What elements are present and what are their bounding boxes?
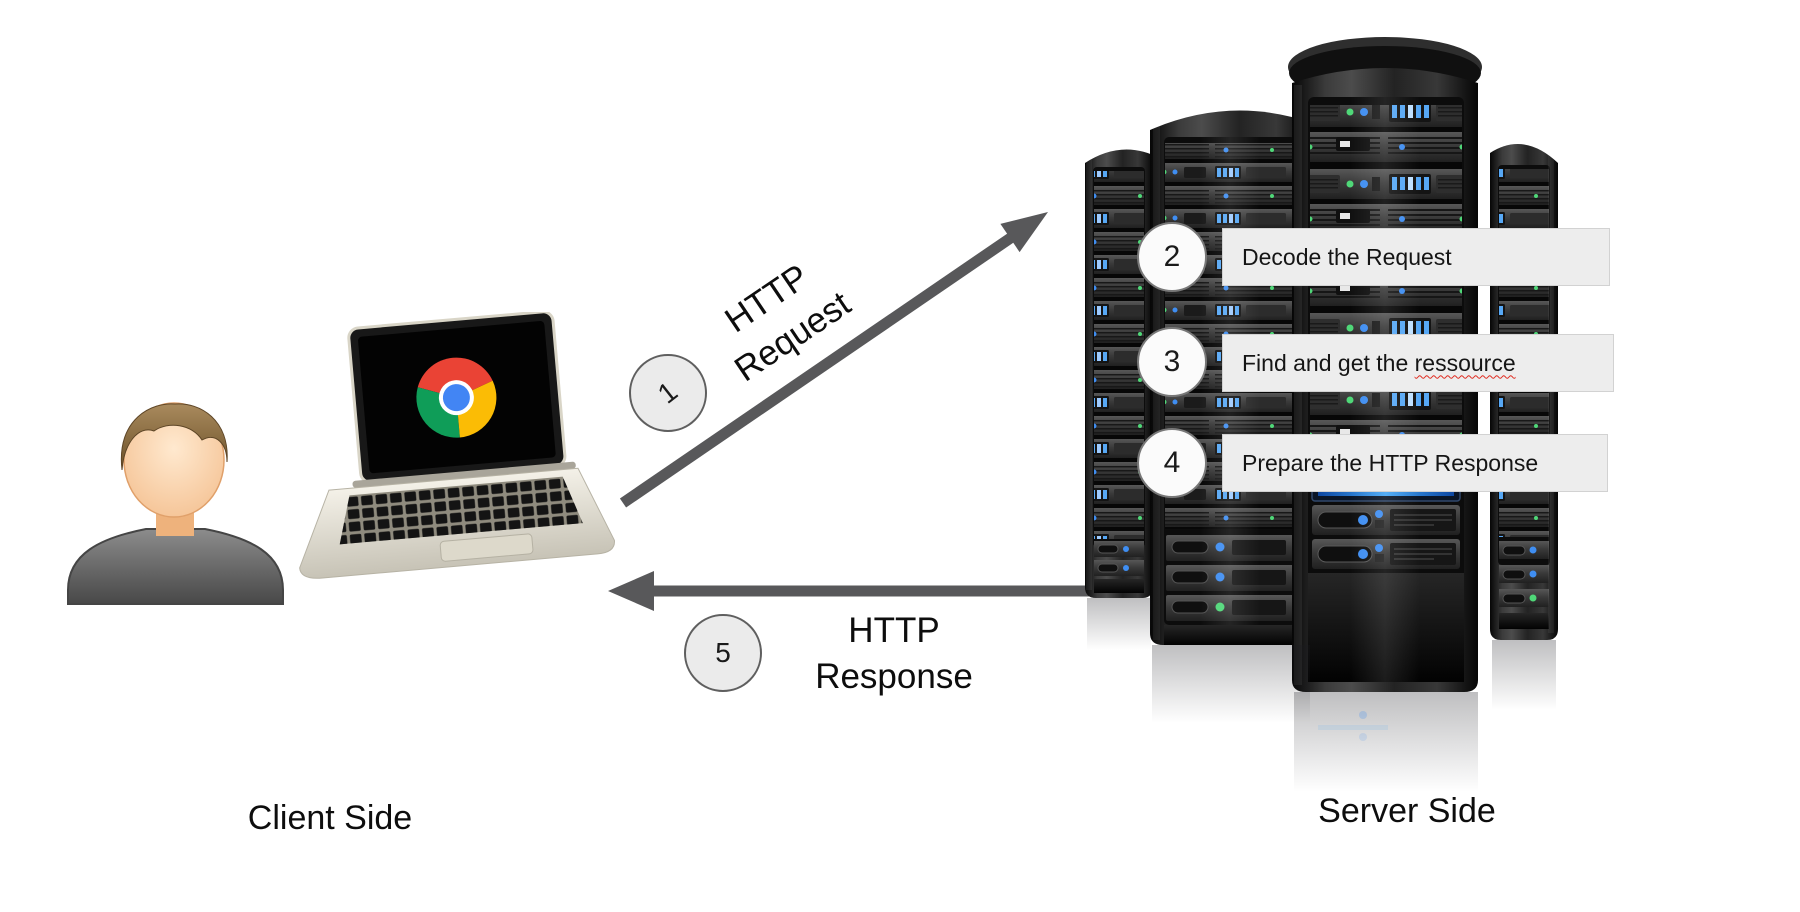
laptop-icon	[299, 312, 615, 579]
request-step-badge: 1	[629, 354, 707, 432]
client-user-icon	[67, 402, 284, 605]
server-step-box-prepare-response: Prepare the HTTP Response	[1222, 434, 1608, 492]
laptop-hinge	[352, 461, 576, 488]
http-response-arrow	[608, 571, 1092, 611]
server-reflection	[1087, 598, 1556, 792]
server-step-badge-2: 2	[1137, 222, 1207, 292]
client-side-label: Client Side	[247, 799, 413, 837]
chrome-logo-icon	[416, 357, 497, 438]
server-tower-far-left	[1085, 149, 1153, 599]
http-request-arrow	[619, 212, 1048, 508]
laptop-trackpad	[439, 533, 534, 562]
user-torso	[67, 528, 284, 605]
server-side-label: Server Side	[1318, 792, 1496, 830]
server-racks-illustration	[1085, 37, 1558, 792]
misspelled-word: ressource	[1414, 349, 1516, 376]
server-step-badge-4: 4	[1137, 428, 1207, 498]
response-step-badge: 5	[684, 614, 762, 692]
server-step-box-decode: Decode the Request	[1222, 228, 1610, 286]
server-tower-far-right	[1490, 144, 1558, 640]
server-step-badge-3: 3	[1137, 327, 1207, 397]
user-hair	[120, 403, 228, 471]
response-step-number: 5	[715, 637, 731, 668]
http-response-label: HTTP Response	[815, 611, 973, 696]
server-step-box-find-resource: Find and get the ressource	[1222, 334, 1614, 392]
